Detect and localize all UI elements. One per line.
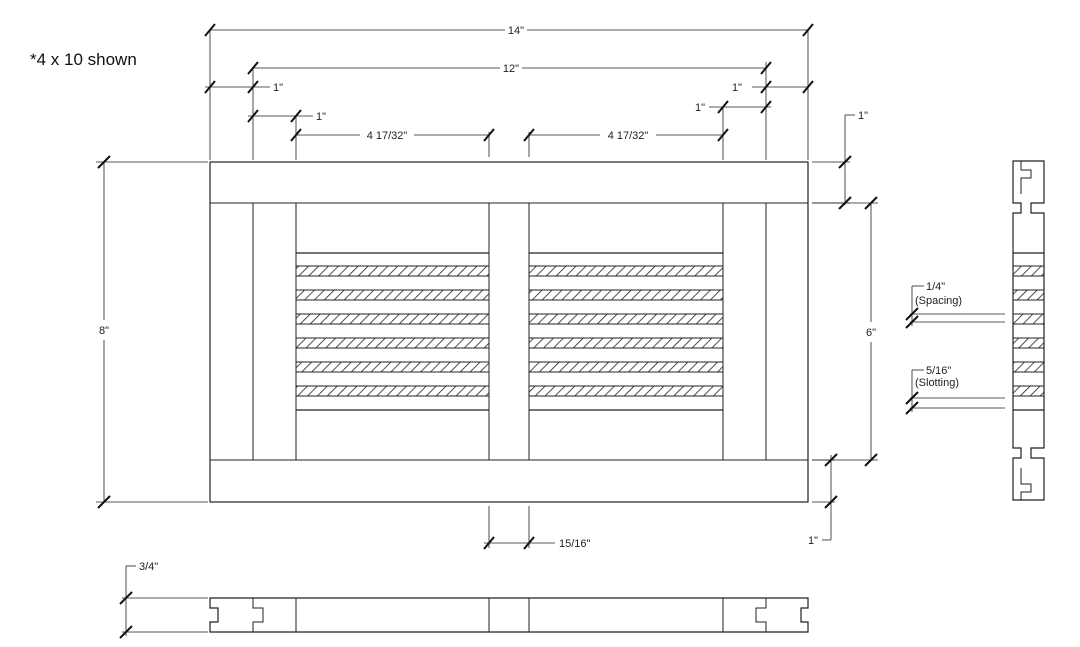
louver-slat [528,265,724,277]
dim-overall-height: 8" [96,155,208,509]
dim-thickness: 3/4" [119,561,208,639]
overall-height-label: 8" [99,325,109,337]
louver-slat [1012,385,1045,397]
bottom-tongue-detail [1020,468,1032,500]
inner-height-label: 6" [866,327,876,339]
louver-slat [528,337,724,349]
slotting-value: 5/16" [926,365,951,377]
side-slat-group [1012,252,1045,411]
thickness-label: 3/4" [139,561,158,573]
louver-slat [1012,337,1045,349]
slotting-label: (Slotting) [915,377,959,389]
side-section-outline [1012,160,1045,501]
dim-overall-width: 14" [204,23,814,160]
dim-bottom-rail: 1" [808,453,838,547]
louver-slat [528,289,724,301]
left-groove [252,598,264,632]
dim-right-opening: 4 17/32" [523,128,729,157]
inner-width-label: 12" [503,63,519,75]
louver-slat [528,361,724,373]
right-groove [755,598,767,632]
louver-slat [295,361,490,373]
dim-slotting: 5/16" (Slotting) [905,365,1005,415]
spacing-label: (Spacing) [915,295,962,307]
right-slat-group [528,252,724,411]
dim-spacing: 1/4" (Spacing) [905,281,1005,329]
side-section-view [1012,160,1045,501]
right-opening-label: 4 17/32" [608,130,649,142]
outer-frame [209,161,809,503]
louver-slat [528,313,724,325]
louver-slat [1012,265,1045,277]
dim-left-inner-stile: 1" [247,109,326,160]
left-inner-stile-label: 1" [316,111,326,123]
louver-slat [1012,313,1045,325]
louver-slat [1012,289,1045,301]
dim-right-inner-stile: 1" [695,100,772,160]
bottom-section-view [209,597,809,633]
right-inner-stile-label: 1" [695,102,705,114]
scale-note: *4 x 10 shown [30,50,137,69]
front-view [209,161,809,503]
dim-left-stile: 1" [204,80,283,94]
overall-width-label: 14" [508,25,524,37]
louver-slat [295,313,490,325]
dim-right-stile: 1" [732,80,814,94]
bottom-rail-label: 1" [808,535,818,547]
bottom-section-outline [209,597,809,633]
right-stile-label: 1" [732,82,742,94]
dim-top-rail: 1" [812,110,868,210]
louver-slat [295,337,490,349]
louver-slat [295,265,490,277]
louver-slat [295,385,490,397]
center-mullion-label: 15/16" [559,538,591,550]
louver-slat [295,289,490,301]
left-slat-group [295,252,490,411]
louver-slat [1012,361,1045,373]
dim-center-mullion: 15/16" [483,506,591,550]
dim-inner-width: 12" [247,61,772,160]
left-opening-label: 4 17/32" [367,130,408,142]
spacing-value: 1/4" [926,281,945,293]
top-tongue-detail [1020,161,1032,194]
dim-inner-height: 6" [812,196,878,467]
top-rail-label: 1" [858,110,868,122]
left-stile-label: 1" [273,82,283,94]
dim-left-opening: 4 17/32" [290,128,495,157]
louver-slat [528,385,724,397]
